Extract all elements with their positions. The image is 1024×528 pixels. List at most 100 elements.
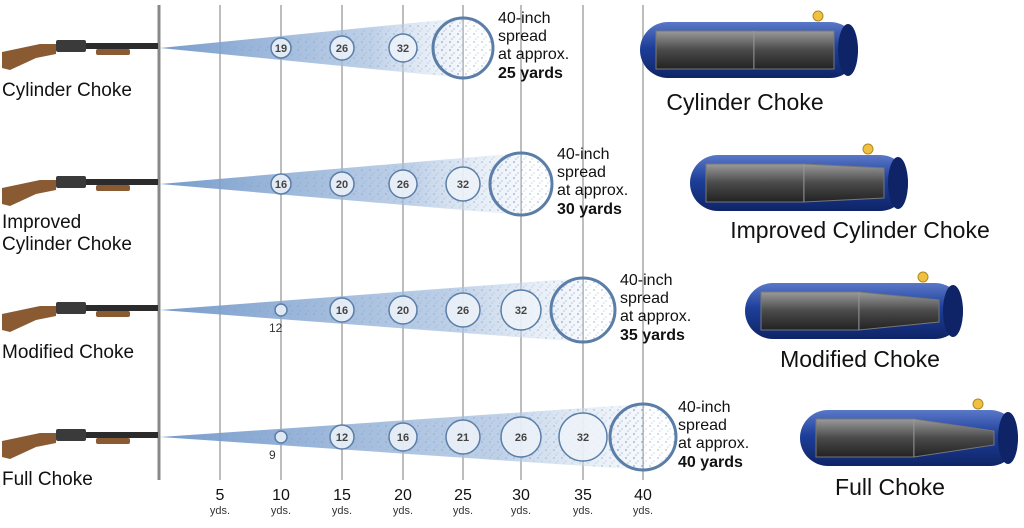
shotgun-4 [2,429,158,459]
tube-end [888,157,908,209]
axis-unit: yds. [573,505,593,517]
pattern-circle [329,35,355,61]
axis-mark: 5 [216,487,225,504]
barrel [86,432,158,438]
shot-pellet [812,10,824,22]
axis-unit: yds. [332,505,352,517]
receiver [56,302,86,314]
row-label: Modified Choke [2,342,134,363]
axis-mark: 15 [333,487,351,504]
axis-mark: 20 [394,487,412,504]
pattern-circle [388,169,418,199]
axis-mark: 40 [634,487,652,504]
pattern-circle [329,171,355,197]
pattern-label: 20 [336,179,348,191]
callout-line: 40-inch [678,399,730,416]
pattern-circle [500,416,542,458]
tube-bore [705,163,885,203]
callout-line: 40-inch [557,146,609,163]
callout-line: spread [557,164,606,181]
pattern-label: 9 [269,448,276,462]
shotgun-2 [2,176,158,206]
receiver [56,176,86,188]
barrel [86,43,158,49]
pattern-circle [500,289,542,331]
shotgun-3 [2,302,158,332]
choke-tube-1 [640,10,858,78]
pattern-circle [329,297,355,323]
callout-line: spread [678,417,727,434]
row-label: Full Choke [2,469,93,490]
pattern-circle [445,292,481,328]
pattern-circle [388,295,418,325]
pattern-label: 26 [397,179,409,191]
shot-pellet [972,398,984,410]
row-label: Cylinder Choke [2,80,132,101]
choke-title: Modified Choke [780,346,940,372]
tube-end [838,24,858,76]
tube-bore [760,291,940,331]
axis-mark: 25 [454,487,472,504]
choke-tube-4 [800,398,1018,466]
stock [2,433,56,459]
tube-end [943,285,963,337]
receiver [56,40,86,52]
spread-ring [608,402,678,472]
stock [2,180,56,206]
spread-ring [549,276,617,344]
pellet-texture [220,404,643,470]
callout-line: at approx. [620,308,691,325]
pattern-circle [388,422,418,452]
callout-line: at approx. [498,46,569,63]
forend [96,311,130,317]
callout-line: at approx. [557,182,628,199]
shot-pellet [917,271,929,283]
barrel [86,179,158,185]
stock [2,306,56,332]
pellet-texture [220,153,521,215]
forend [96,438,130,444]
callout-line: at approx. [678,435,749,452]
spread-ring [431,16,495,80]
callout-distance: 35 yards [620,327,685,344]
axis-mark: 35 [574,487,592,504]
pattern-label: 26 [457,305,469,317]
axis-unit: yds. [393,505,413,517]
choke-tube-2 [690,143,908,211]
pattern-label: 12 [269,321,283,335]
pattern-label: 26 [515,432,527,444]
forend [96,49,130,55]
callout-distance: 25 yards [498,65,563,82]
callout-distance: 40 yards [678,454,743,471]
pattern-label: 16 [336,305,348,317]
pattern-label: 16 [397,432,409,444]
pattern-circle [270,37,292,59]
pattern-circle [445,166,481,202]
pattern-label: 32 [515,305,527,317]
pattern-label: 21 [457,432,469,444]
pattern-label: 26 [336,43,348,55]
pattern-circle [270,173,292,195]
spread-ring [488,151,554,217]
choke-title: Full Choke [835,474,945,500]
choke-title: Improved Cylinder Choke [730,217,990,243]
pattern-label: 32 [577,432,589,444]
callout-distance: 30 yards [557,201,622,218]
forend [96,185,130,191]
choke-tube-3 [745,271,963,339]
tube-bore [655,30,835,70]
pattern-label: 32 [457,179,469,191]
pattern-label: 20 [397,305,409,317]
callout-line: 40-inch [498,10,550,27]
callout-line: spread [620,290,669,307]
barrel [86,305,158,311]
pattern-circle [274,303,288,317]
pattern-label: 12 [336,432,348,444]
pattern-circle [445,419,481,455]
pattern-circle [388,33,418,63]
